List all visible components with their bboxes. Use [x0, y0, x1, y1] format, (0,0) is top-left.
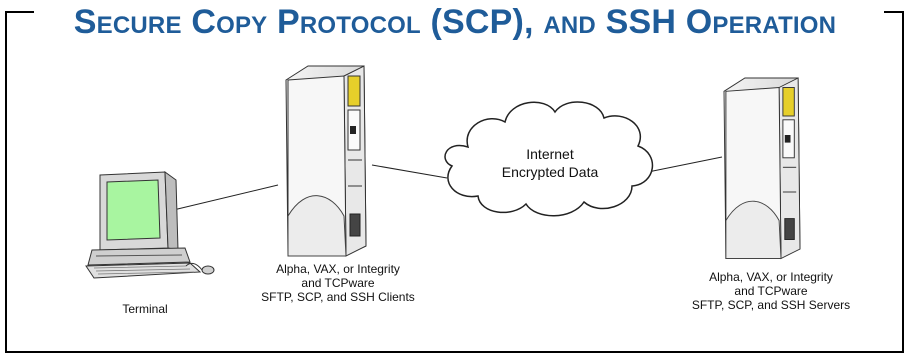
server-label-line-1: Alpha, VAX, or Integrity [709, 270, 833, 284]
client-label: Alpha, VAX, or Integrity and TCPware SFT… [248, 262, 428, 304]
computer-terminal-icon [85, 170, 215, 279]
cloud-label-line-2: Encrypted Data [501, 164, 599, 180]
client-label-line-3: SFTP, SCP, and SSH Clients [261, 290, 415, 304]
cloud-label-line-1: Internet [526, 146, 574, 162]
server-tower-icon [723, 77, 801, 260]
server-label-line-3: SFTP, SCP, and SSH Servers [691, 298, 851, 312]
link-client-to-cloud [371, 164, 448, 179]
diagram-title: Secure Copy Protocol (SCP), and SSH Oper… [73, 3, 837, 41]
link-cloud-to-server [647, 156, 723, 173]
client-label-line-2: and TCPware [301, 276, 375, 290]
outer-frame [5, 11, 904, 353]
internet-cloud-icon [444, 101, 654, 217]
server-tower-icon [285, 65, 367, 257]
server-label-line-2: and TCPware [734, 284, 808, 298]
server-label: Alpha, VAX, or Integrity and TCPware SFT… [676, 270, 866, 312]
client-label-line-1: Alpha, VAX, or Integrity [276, 262, 400, 276]
link-terminal-to-client [164, 184, 279, 213]
network-links [164, 156, 723, 213]
cloud-label: Internet Encrypted Data [490, 145, 610, 181]
terminal-label: Terminal [122, 302, 168, 316]
